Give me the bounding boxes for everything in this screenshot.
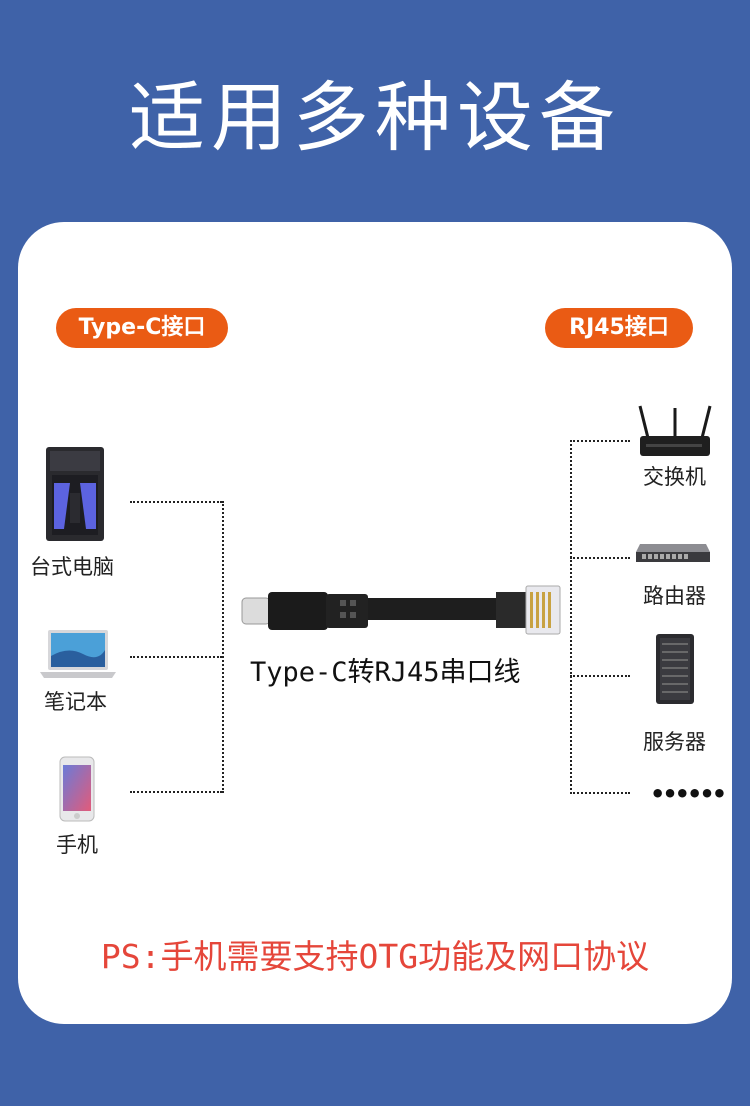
- connector-left-trunk: [222, 501, 224, 793]
- connector-desktop: [130, 501, 222, 503]
- device-label-phone: 手机: [56, 833, 98, 857]
- desktop-tower-icon: [46, 447, 104, 541]
- connector-laptop: [130, 656, 222, 658]
- connector-phone: [130, 791, 222, 793]
- more-devices: ••••••: [650, 780, 727, 808]
- content-card: [18, 222, 732, 1024]
- device-label-server: 服务器: [643, 730, 706, 754]
- cable-label: Type-C转RJ45串口线: [250, 657, 521, 688]
- type-c-tag: Type-C接口: [56, 308, 228, 348]
- cable-icon: [241, 585, 561, 635]
- rj45-tag: RJ45接口: [545, 308, 693, 348]
- connector-switch: [570, 557, 630, 559]
- page-title: 适用多种设备: [129, 73, 621, 162]
- router-icon: [638, 405, 712, 456]
- connector-server: [570, 675, 630, 677]
- connector-router: [570, 440, 630, 442]
- switch-icon: [636, 544, 710, 562]
- device-label-switch: 路由器: [643, 584, 706, 608]
- device-label-desktop: 台式电脑: [30, 555, 114, 579]
- connector-right-trunk: [570, 440, 572, 794]
- connector-more: [570, 792, 630, 794]
- laptop-icon: [40, 630, 116, 678]
- phone-icon: [59, 756, 95, 822]
- device-label-laptop: 笔记本: [44, 690, 107, 714]
- device-label-router: 交换机: [643, 465, 706, 489]
- server-icon: [656, 634, 694, 704]
- otg-note: PS:手机需要支持OTG功能及网口协议: [100, 937, 650, 976]
